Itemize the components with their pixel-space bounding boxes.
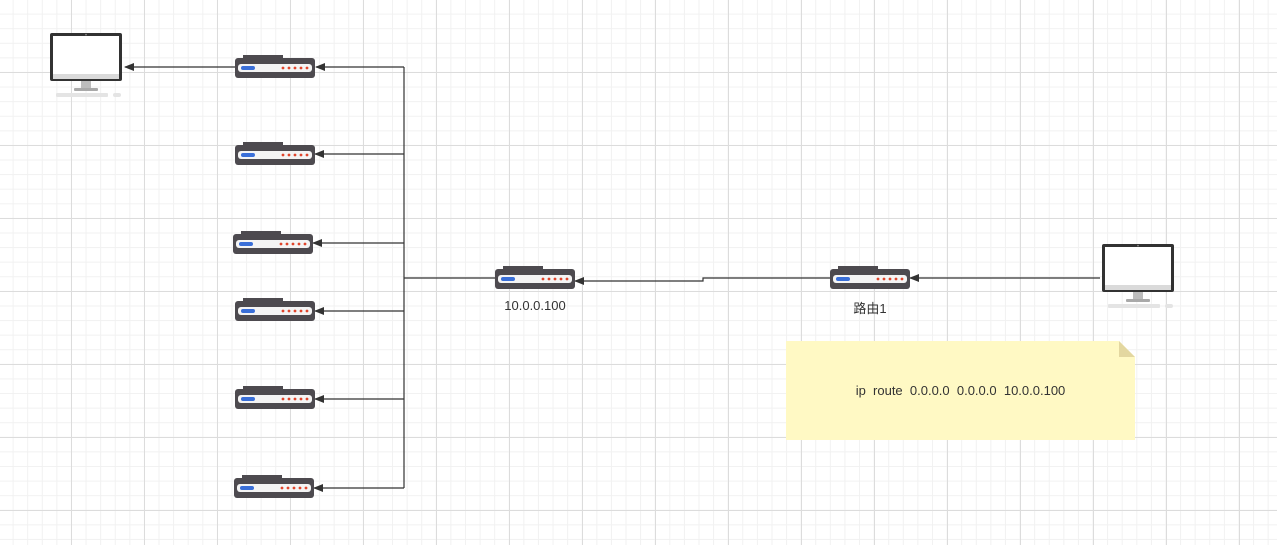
desktop-computer-icon[interactable]: [50, 33, 122, 97]
router-icon[interactable]: [235, 298, 315, 321]
router-icon[interactable]: [495, 266, 575, 289]
router-icon[interactable]: [830, 266, 910, 289]
router-center-label: 10.0.0.100: [504, 298, 566, 313]
desktop-computer-icon[interactable]: [1102, 244, 1174, 308]
sticky-note-text: ip route 0.0.0.0 0.0.0.0 10.0.0.100: [855, 383, 1066, 398]
router-1-label: 路由1: [853, 301, 887, 316]
connectors: [124, 63, 1100, 492]
router-icon[interactable]: [235, 142, 315, 165]
router-icon[interactable]: [235, 386, 315, 409]
router-icon[interactable]: [234, 475, 314, 498]
router-icon[interactable]: [233, 231, 313, 254]
sticky-note[interactable]: [786, 341, 1135, 440]
link-router1-center: [574, 277, 830, 285]
router-icon[interactable]: [235, 55, 315, 78]
